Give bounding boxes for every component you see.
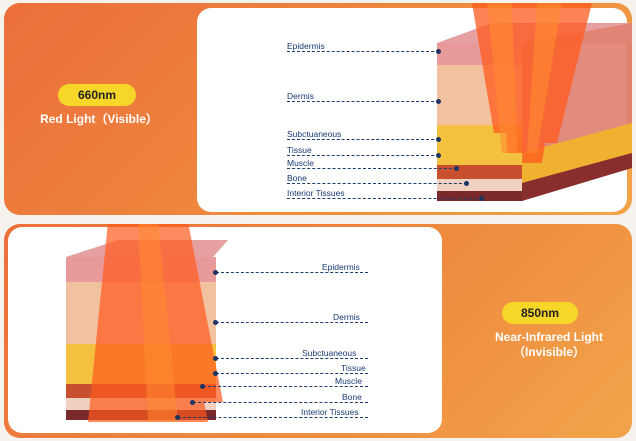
leader-dot: [175, 415, 180, 420]
layer-label-dermis: Dermis: [287, 91, 314, 101]
leader-line: [287, 139, 439, 140]
wavelength-badge: 660nm: [58, 84, 136, 106]
layer-label-bone: Bone: [342, 392, 362, 402]
layer-label-subcutaneous: Subctuaneous: [287, 129, 342, 139]
leader-line: [193, 402, 368, 403]
leader-line: [216, 272, 368, 273]
leader-line: [178, 417, 368, 418]
layer-label-dermis: Dermis: [333, 312, 360, 322]
leader-dot: [213, 320, 218, 325]
layer-label-interior-tissues: Interior Tissues: [287, 188, 345, 198]
skin-cross-section-illustration: [437, 3, 632, 201]
layer-label-tissue: Tissue: [341, 363, 366, 373]
skin-diagram-card: Epidermis Dermis Subctuaneous Tissue Mus…: [197, 3, 632, 212]
leader-line: [216, 358, 368, 359]
leader-line: [287, 51, 439, 52]
layer-label-epidermis: Epidermis: [287, 41, 325, 51]
leader-dot: [190, 400, 195, 405]
leader-dot: [436, 49, 441, 54]
leader-line: [287, 101, 439, 102]
layer-label-bone: Bone: [287, 173, 307, 183]
leader-dot: [213, 371, 218, 376]
layer-label-tissue: Tissue: [287, 145, 312, 155]
leader-dot: [464, 181, 469, 186]
leader-dot: [200, 384, 205, 389]
light-type-caption: Red Light（Visible）: [24, 112, 174, 127]
layer-label-subcutaneous: Subctuaneous: [302, 348, 357, 358]
leader-dot: [454, 166, 459, 171]
near-infrared-panel: 850nm Near-Infrared Light （Invisible）: [4, 224, 632, 438]
skin-cross-section-illustration: [66, 224, 228, 422]
leader-line: [287, 168, 457, 169]
light-type-caption: Near-Infrared Light （Invisible）: [474, 330, 624, 360]
leader-dot: [436, 99, 441, 104]
caption-line: （Invisible）: [512, 345, 586, 359]
layer-label-muscle: Muscle: [335, 376, 362, 386]
leader-line: [216, 322, 368, 323]
leader-line: [287, 183, 467, 184]
layer-label-epidermis: Epidermis: [322, 262, 360, 272]
leader-dot: [479, 196, 484, 201]
leader-line: [203, 386, 368, 387]
leader-dot: [213, 356, 218, 361]
leader-line: [287, 155, 439, 156]
wavelength-badge: 850nm: [502, 302, 578, 324]
leader-dot: [213, 270, 218, 275]
leader-dot: [436, 153, 441, 158]
leader-line: [216, 373, 368, 374]
red-light-panel: 660nm Red Light（Visible）: [4, 3, 632, 215]
caption-line: Red Light（Visible）: [40, 112, 158, 126]
layer-label-interior-tissues: Interior Tissues: [301, 407, 359, 417]
caption-line: Near-Infrared Light: [494, 330, 603, 344]
skin-diagram-card: Epidermis Dermis Subctuaneous Tissue Mus…: [8, 224, 442, 433]
layer-label-muscle: Muscle: [287, 158, 314, 168]
leader-dot: [436, 137, 441, 142]
leader-line: [287, 198, 482, 199]
